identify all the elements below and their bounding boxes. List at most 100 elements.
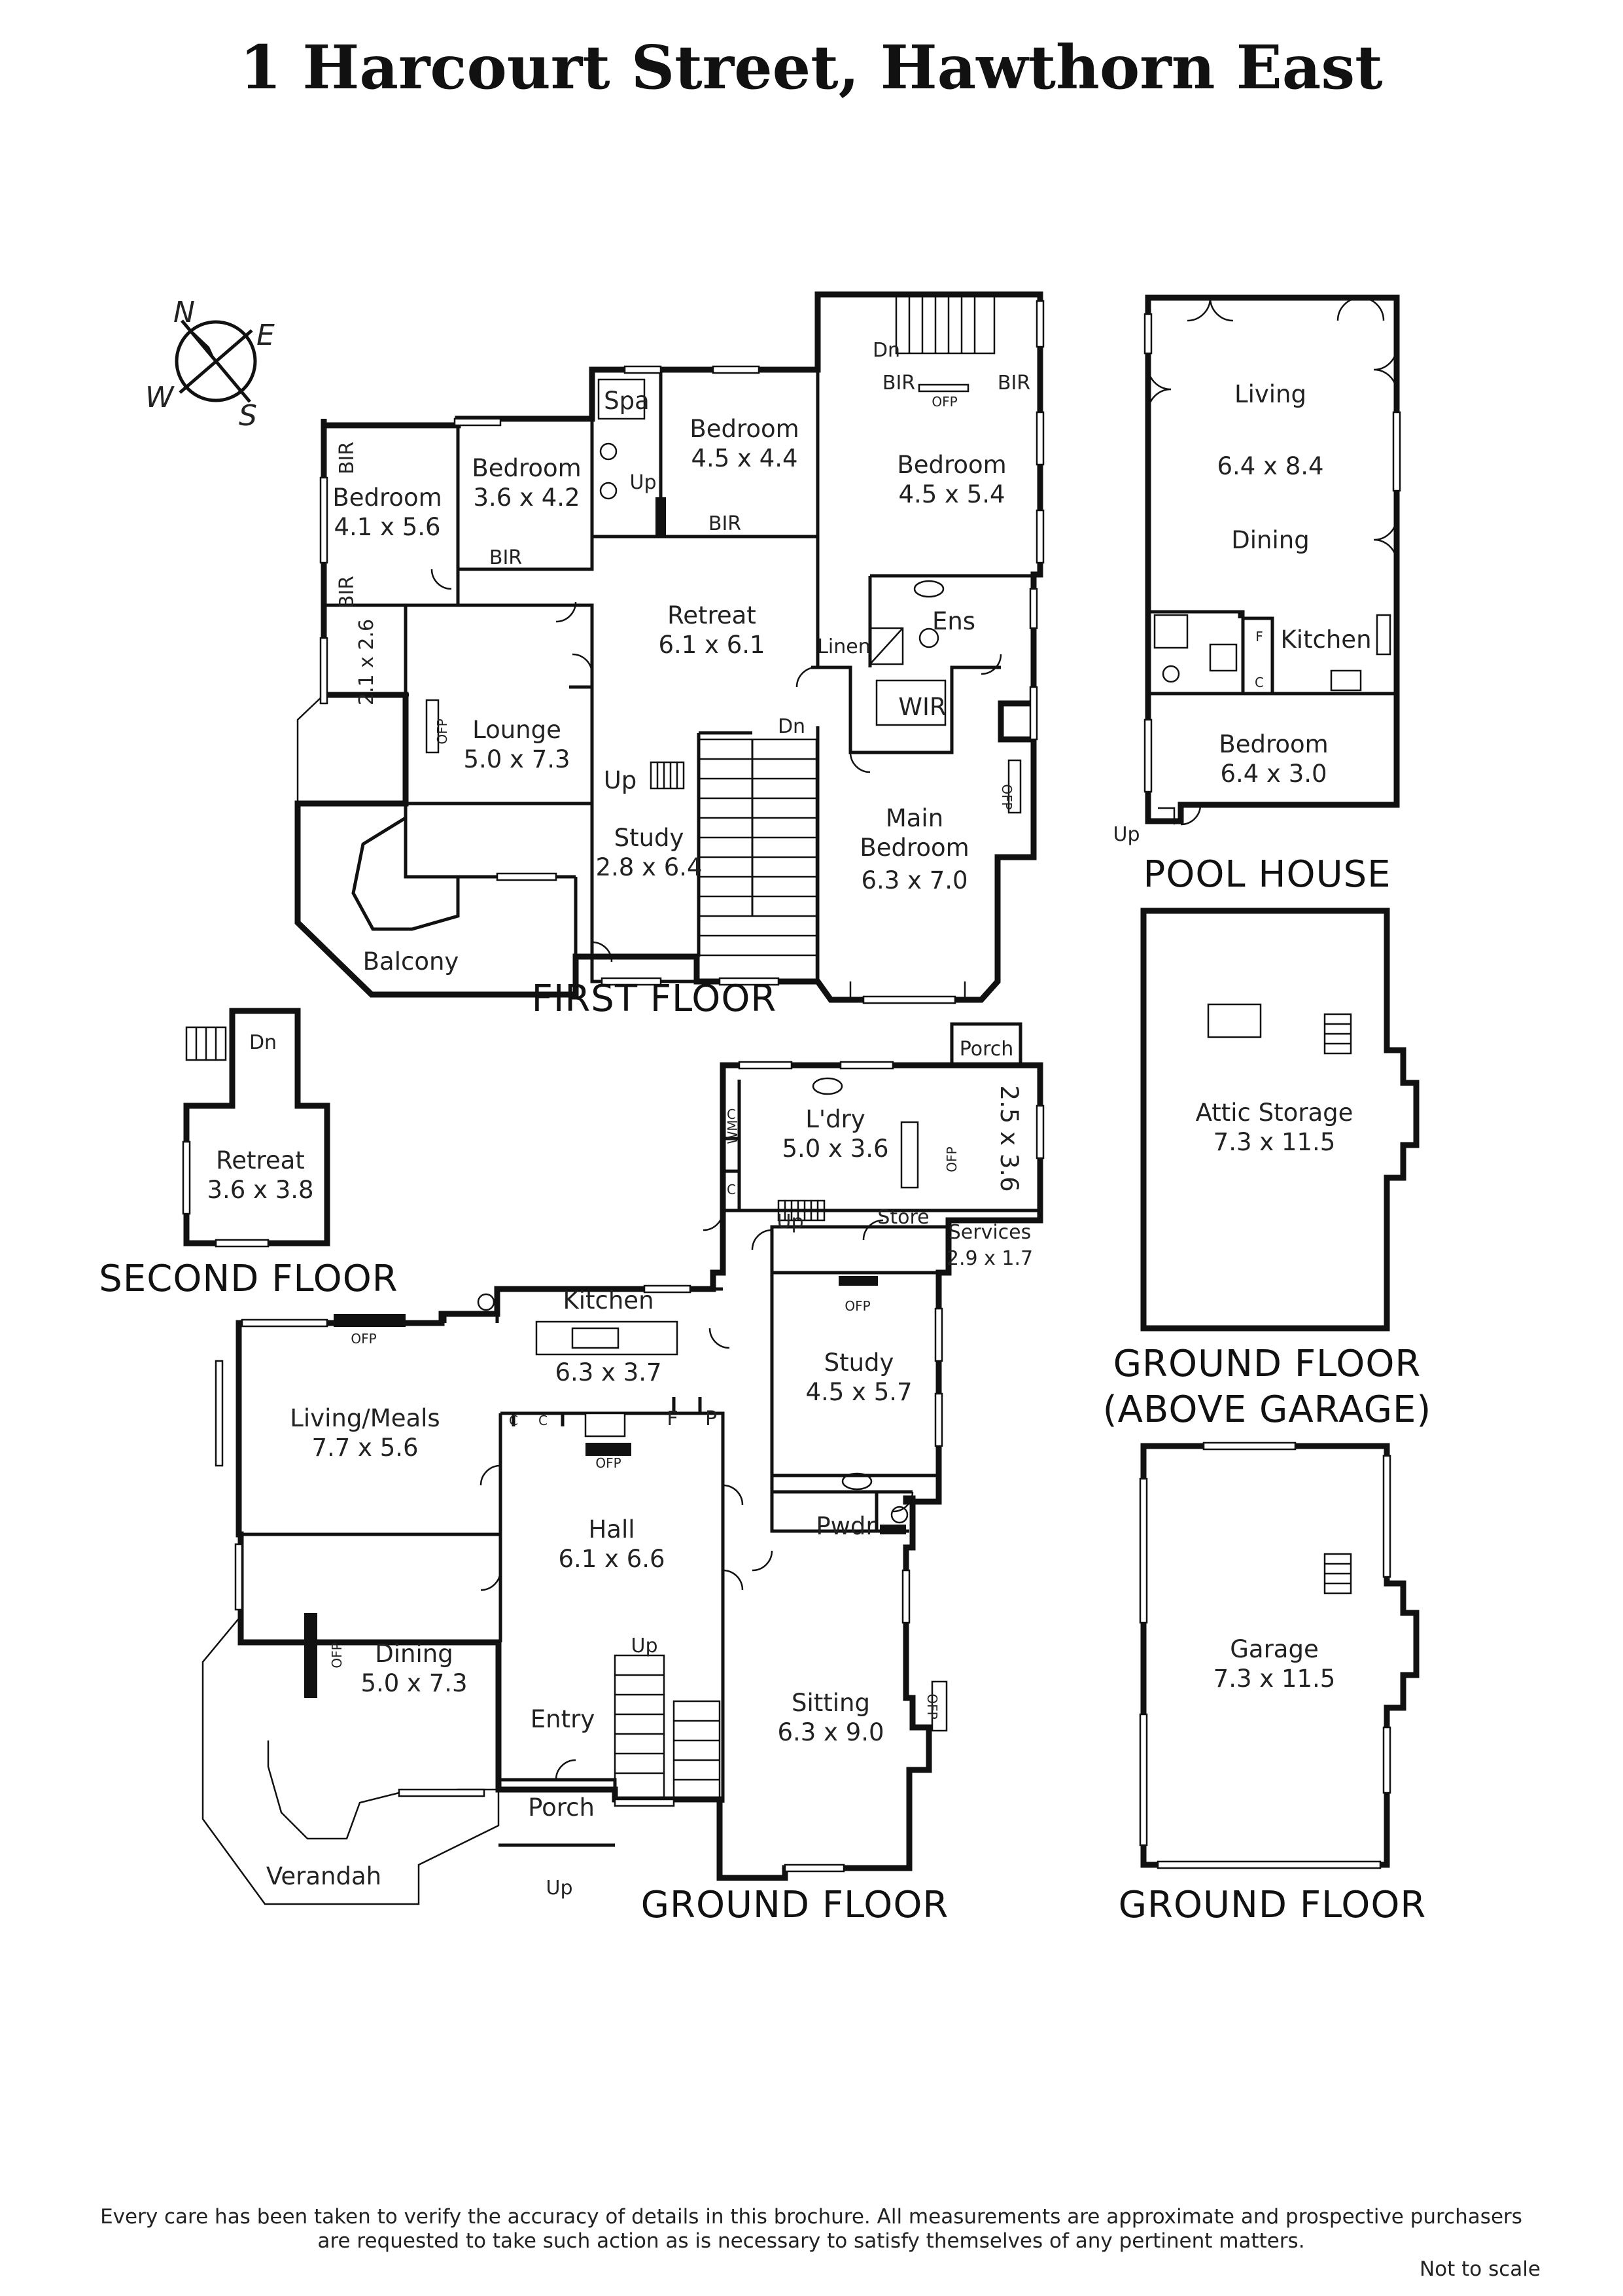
room-size: 6.4 x 8.4: [1217, 452, 1323, 480]
kitchen-label: Kitchen: [1280, 626, 1371, 654]
ofp-label: OFP: [944, 1146, 960, 1172]
room-name: Sitting: [792, 1689, 870, 1717]
fireplace-icon: [900, 1121, 919, 1189]
room-size: 6.3 x 9.0: [777, 1718, 884, 1746]
compass-icon: N E S W: [145, 296, 275, 433]
balcony-label: Balcony: [363, 947, 459, 976]
pantry-label: P: [705, 1407, 717, 1430]
room-size: 7.3 x 11.5: [1213, 1665, 1336, 1693]
bir-label: BIR: [336, 576, 358, 609]
ensuite-label: Ens: [932, 607, 975, 635]
garage-floor-title: GROUND FLOOR: [1119, 1884, 1427, 1926]
room-size: 5.0 x 7.3: [360, 1669, 467, 1697]
ofp-label: OFP: [351, 1331, 376, 1347]
room-size: 6.1 x 6.1: [658, 631, 765, 659]
pool-house-title: POOL HOUSE: [1143, 853, 1391, 896]
room-size: 6.3 x 3.7: [555, 1358, 661, 1386]
stairs-up-label: Up: [631, 1634, 657, 1657]
second-floor-plan: Dn Retreat 3.6 x 3.8 SECOND FLOOR: [99, 1008, 398, 1300]
room-name: Bedroom: [860, 834, 969, 862]
room-name: Living/Meals: [290, 1404, 440, 1432]
stairs-up-label: Up: [1113, 823, 1140, 846]
room-size: 7.3 x 11.5: [1213, 1128, 1336, 1156]
fridge-label: F: [1255, 629, 1263, 645]
room-size: 4.5 x 5.7: [805, 1378, 912, 1406]
room-name: Lounge: [472, 716, 561, 744]
room-size: 7.7 x 5.6: [311, 1434, 418, 1462]
room-size: 2.1 x 2.6: [355, 619, 378, 705]
room-size: 3.6 x 4.2: [473, 484, 580, 512]
toilet-icon: [918, 627, 939, 648]
room-size: 5.0 x 3.6: [782, 1135, 888, 1163]
room-name: Main: [886, 804, 943, 832]
fireplace-icon: [425, 699, 440, 754]
compass-n: N: [173, 296, 195, 329]
stairs-down-label: Dn: [778, 715, 805, 738]
bir-label: BIR: [336, 442, 358, 474]
room-name: Bedroom: [472, 454, 581, 482]
not-to-scale-note: Not to scale: [1420, 2257, 1541, 2281]
first-floor-stairs: [697, 738, 818, 983]
room-size: 2.5 x 3.6: [995, 1085, 1023, 1192]
dining-label: Dining: [1231, 526, 1309, 554]
living-label: Living: [1234, 380, 1306, 408]
room-name: Kitchen: [563, 1286, 654, 1315]
above-garage-subtitle: (ABOVE GARAGE): [1103, 1388, 1431, 1431]
ofp-label: OFP: [932, 394, 957, 410]
compass-s: S: [239, 399, 257, 433]
room-size: 4.1 x 5.6: [334, 513, 440, 541]
room-name: Hall: [588, 1515, 635, 1544]
bir-label: BIR: [882, 372, 915, 395]
wm-label: WM: [725, 1120, 741, 1144]
entry-label: Entry: [531, 1705, 595, 1733]
wir-label: WIR: [898, 693, 946, 721]
ofp-label: OFP: [924, 1693, 940, 1719]
toilet-icon: [599, 442, 618, 461]
stairs-down-top: [895, 293, 996, 355]
stairs-up-label: Up: [604, 766, 637, 794]
porch-label: Porch: [528, 1793, 595, 1822]
spa-label: Spa: [604, 387, 650, 415]
pool-house-plan: Living 6.4 x 8.4 Dining Kitchen F C Bedr…: [1113, 294, 1401, 896]
disclaimer-line-2: are requested to take such action as is …: [317, 2229, 1304, 2253]
cupboard-label: C: [538, 1413, 548, 1428]
room-size: 4.5 x 4.4: [691, 444, 797, 472]
stairs-down-label: Dn: [249, 1031, 277, 1054]
room-name: Dining: [375, 1640, 453, 1668]
linen-label: Linen: [817, 635, 871, 658]
stairs-up-label: Up: [546, 1877, 572, 1899]
room-name: Attic Storage: [1196, 1099, 1353, 1127]
compass-e: E: [256, 319, 275, 352]
verandah-label: Verandah: [266, 1862, 381, 1890]
bir-label: BIR: [998, 372, 1030, 395]
room-size: 6.4 x 3.0: [1220, 760, 1327, 788]
page-title: 1 Harcourt Street, Hawthorn East: [239, 32, 1383, 103]
room-name: Bedroom: [689, 415, 799, 443]
stairs-down-label: Dn: [873, 339, 900, 362]
compass-w: W: [145, 381, 175, 414]
room-size: 2.8 x 6.4: [595, 853, 702, 881]
room-size: 3.6 x 3.8: [207, 1176, 313, 1204]
ground-floor-plan: L'dry 5.0 x 3.6 Porch 2.5 x 3.6 WM C C O…: [201, 1022, 1045, 1926]
disclaimer-line-1: Every care has been taken to verify the …: [100, 2205, 1522, 2229]
room-name: Bedroom: [897, 451, 1006, 479]
fridge-label: F: [667, 1407, 678, 1430]
ofp-label: OFP: [999, 784, 1015, 809]
garage-plan: Garage 7.3 x 11.5 GROUND FLOOR: [1119, 1441, 1427, 1926]
room-name: Bedroom: [1219, 730, 1328, 758]
room-name: Bedroom: [332, 484, 442, 512]
bir-label: BIR: [489, 546, 522, 569]
room-size: 2.9 x 1.7: [947, 1247, 1033, 1270]
cupboard-label: C: [1255, 675, 1264, 690]
room-name: Retreat: [667, 601, 756, 629]
attic-plan: Attic Storage 7.3 x 11.5 GROUND FLOOR (A…: [1103, 908, 1431, 1431]
stairs-up-label: Up: [629, 471, 656, 494]
above-garage-title: GROUND FLOOR: [1113, 1343, 1422, 1385]
first-floor-plan: Bedroom 4.1 x 5.6 Bedroom 3.6 x 4.2 Bedr…: [294, 291, 1045, 1020]
room-name: Study: [614, 824, 684, 852]
room-name: Garage: [1230, 1635, 1318, 1663]
kitchen-island: [535, 1320, 678, 1356]
ofp-label: OFP: [595, 1455, 621, 1471]
ofp-label: OFP: [329, 1642, 345, 1668]
